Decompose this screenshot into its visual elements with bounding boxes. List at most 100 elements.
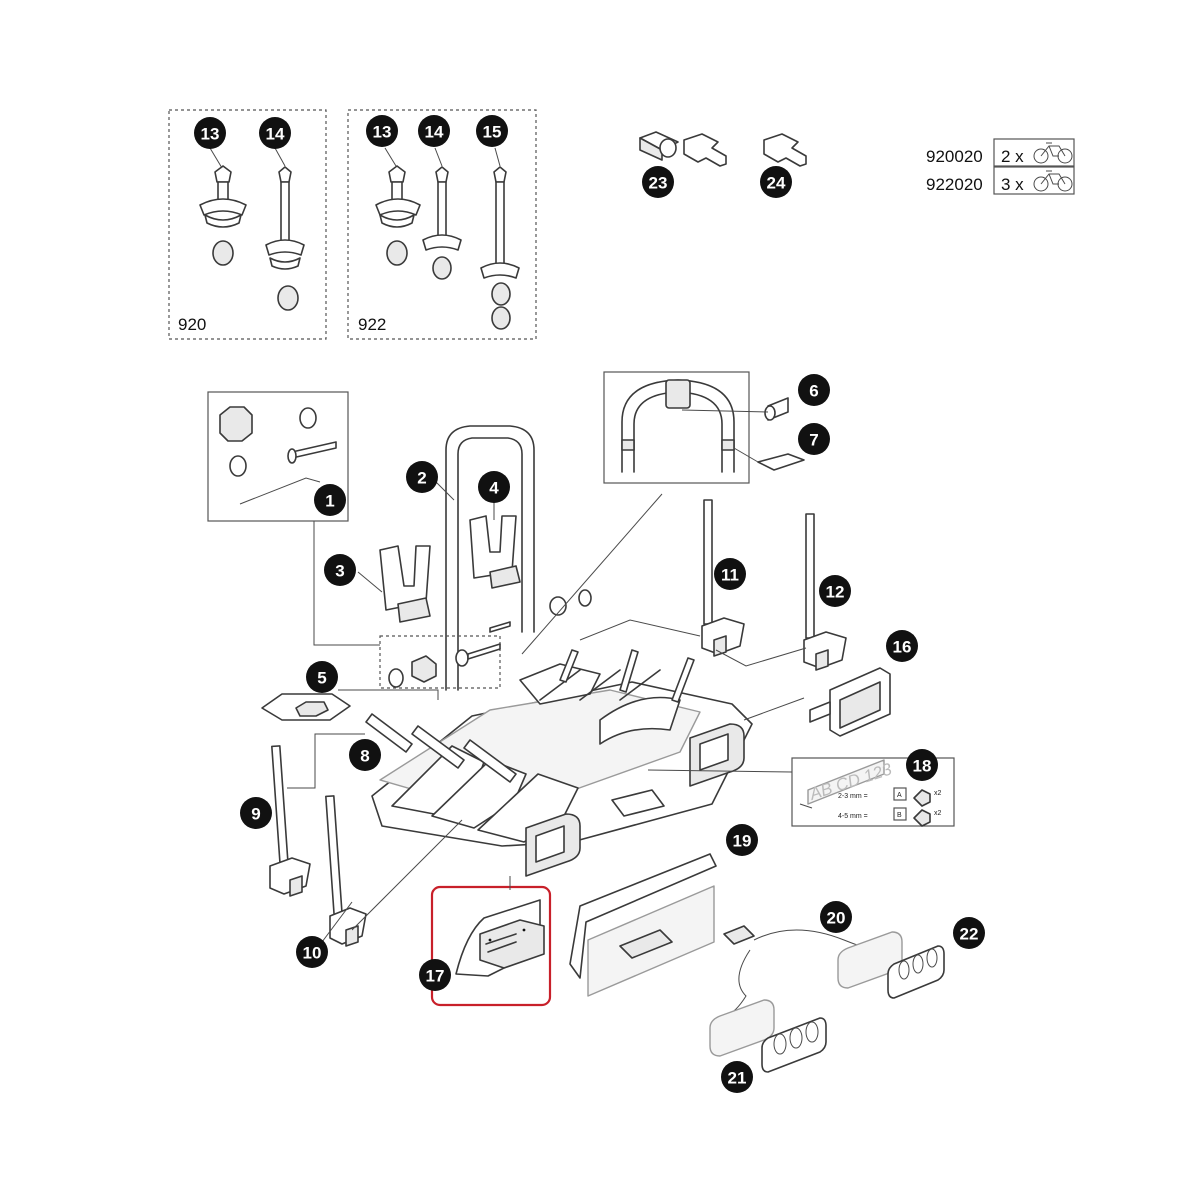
number-plate-box: AB CD 123 2-3 mm = 4-5 mm = A B x2 x2 bbox=[791, 757, 955, 827]
bicycle-icon bbox=[1033, 142, 1073, 164]
wheel-cradle-4 bbox=[469, 515, 521, 589]
callout-7: 7 bbox=[798, 423, 830, 455]
callout-9: 9 bbox=[240, 797, 272, 829]
callout-6: 6 bbox=[798, 374, 830, 406]
kit-label-920: 920 bbox=[178, 315, 206, 334]
lens-22 bbox=[887, 945, 945, 999]
svg-text:22: 22 bbox=[960, 925, 979, 944]
callout-13-kit920: 13 bbox=[194, 117, 226, 149]
tail-light-left bbox=[709, 999, 775, 1057]
part-17-highlighted bbox=[430, 885, 552, 1007]
key-2 bbox=[763, 133, 807, 167]
callout-23: 23 bbox=[642, 166, 674, 198]
lock-insert-part bbox=[764, 397, 789, 421]
svg-text:20: 20 bbox=[827, 909, 846, 928]
model-code-922020: 922020 bbox=[926, 175, 983, 194]
model-code-table: 920020 922020 2 x 3 x bbox=[926, 138, 1075, 195]
svg-text:4: 4 bbox=[489, 479, 499, 498]
callout-13-kit922: 13 bbox=[366, 115, 398, 147]
callout-11: 11 bbox=[714, 558, 746, 590]
lock-cylinder bbox=[639, 131, 679, 161]
leader-lines bbox=[287, 479, 807, 943]
svg-text:2: 2 bbox=[417, 469, 426, 488]
plate-row-2-thickness: 4-5 mm = bbox=[838, 813, 868, 820]
plate-row-1-qty: x2 bbox=[934, 790, 942, 797]
bike-arm-10 bbox=[325, 795, 367, 947]
callout-14-kit922: 14 bbox=[418, 115, 450, 147]
svg-text:17: 17 bbox=[426, 967, 445, 986]
end-cap-5 bbox=[261, 693, 351, 721]
callout-18: 18 bbox=[906, 749, 938, 781]
callout-24: 24 bbox=[760, 166, 792, 198]
bike-holder-14-kit922 bbox=[422, 166, 462, 280]
kit-box-920: 920 bbox=[168, 109, 327, 340]
svg-text:23: 23 bbox=[649, 174, 668, 193]
bolt-assembly bbox=[379, 589, 592, 689]
wheel-cradle-3 bbox=[379, 545, 431, 623]
bicycle-icon bbox=[1033, 170, 1073, 192]
detail-inset-box bbox=[603, 371, 750, 484]
lens-21 bbox=[761, 1017, 827, 1073]
bike-holder-15-kit922 bbox=[480, 166, 520, 330]
cover-part-16 bbox=[809, 667, 891, 737]
svg-text:21: 21 bbox=[728, 1069, 747, 1088]
callout-15: 15 bbox=[476, 115, 508, 147]
callout-16: 16 bbox=[886, 630, 918, 662]
clip-part bbox=[757, 453, 805, 471]
qty-2x: 2 x bbox=[1001, 147, 1024, 166]
callout-1: 1 bbox=[314, 484, 346, 516]
plate-row-2-qty: x2 bbox=[934, 810, 942, 817]
svg-text:8: 8 bbox=[360, 747, 369, 766]
svg-text:14: 14 bbox=[266, 125, 285, 144]
callout-2: 2 bbox=[406, 461, 438, 493]
bike-holder-13-kit922 bbox=[375, 165, 421, 266]
callout-20: 20 bbox=[820, 901, 852, 933]
mounting-plate-19 bbox=[569, 853, 717, 997]
svg-text:16: 16 bbox=[893, 638, 912, 657]
svg-text:13: 13 bbox=[201, 125, 220, 144]
svg-text:9: 9 bbox=[251, 805, 260, 824]
svg-text:1: 1 bbox=[325, 492, 334, 511]
key-1 bbox=[683, 133, 727, 167]
bike-arm-12 bbox=[803, 513, 847, 671]
qty-3x: 3 x bbox=[1001, 175, 1024, 194]
callout-8: 8 bbox=[349, 739, 381, 771]
svg-text:18: 18 bbox=[913, 757, 932, 776]
callout-3: 3 bbox=[324, 554, 356, 586]
svg-text:14: 14 bbox=[425, 123, 444, 142]
svg-text:19: 19 bbox=[733, 832, 752, 851]
svg-text:3: 3 bbox=[335, 562, 344, 581]
callout-4: 4 bbox=[478, 471, 510, 503]
bike-holder-13-kit920 bbox=[199, 165, 247, 266]
callout-10: 10 bbox=[296, 936, 328, 968]
svg-text:24: 24 bbox=[767, 174, 786, 193]
callout-21: 21 bbox=[721, 1061, 753, 1093]
bike-arm-9 bbox=[269, 745, 311, 897]
svg-text:5: 5 bbox=[317, 669, 326, 688]
svg-text:6: 6 bbox=[809, 382, 818, 401]
wheel-straps bbox=[365, 649, 695, 783]
plate-row-1-option: A bbox=[897, 792, 902, 799]
carrier-body bbox=[371, 663, 753, 877]
svg-text:11: 11 bbox=[721, 566, 739, 585]
bike-holder-14-kit920 bbox=[265, 166, 305, 311]
plate-row-1-thickness: 2-3 mm = bbox=[838, 793, 868, 800]
callout-5: 5 bbox=[306, 661, 338, 693]
callout-12: 12 bbox=[819, 575, 851, 607]
svg-text:15: 15 bbox=[483, 123, 502, 142]
kit-box-922: 922 bbox=[347, 109, 537, 340]
svg-text:12: 12 bbox=[826, 583, 845, 602]
svg-text:7: 7 bbox=[809, 431, 818, 450]
plate-row-2-option: B bbox=[897, 812, 902, 819]
callout-17: 17 bbox=[419, 959, 451, 991]
highlight-frame-17 bbox=[430, 885, 552, 1007]
model-code-920020: 920020 bbox=[926, 147, 983, 166]
callout-22: 22 bbox=[953, 917, 985, 949]
bike-arm-11 bbox=[701, 499, 745, 657]
callout-19: 19 bbox=[726, 824, 758, 856]
kit-label-922: 922 bbox=[358, 315, 386, 334]
svg-text:10: 10 bbox=[303, 944, 322, 963]
callout-14-kit920: 14 bbox=[259, 117, 291, 149]
svg-text:13: 13 bbox=[373, 123, 392, 142]
